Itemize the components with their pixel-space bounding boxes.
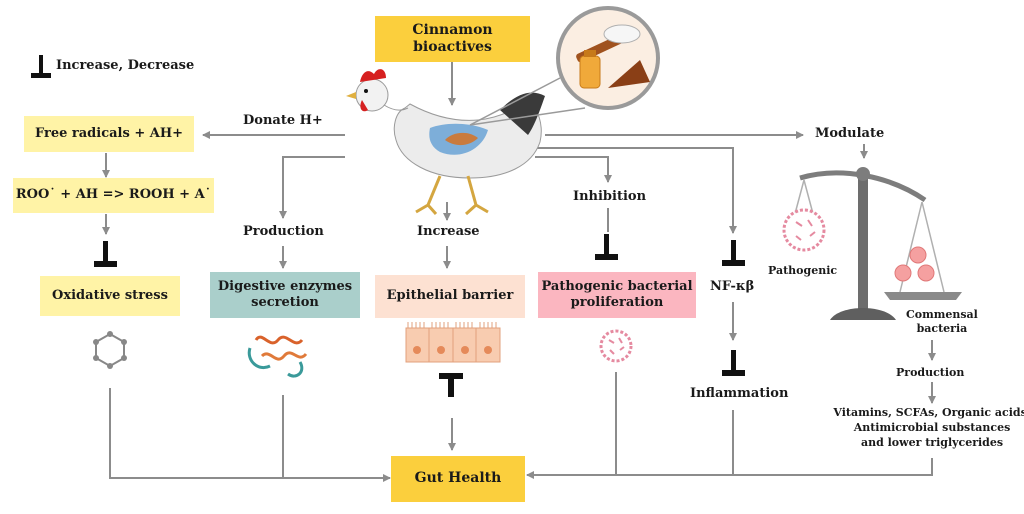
increase-label: Increase xyxy=(417,224,480,239)
inhibition-label: Inhibition xyxy=(573,189,647,204)
barrier-decrease-icon xyxy=(439,373,463,397)
inhibition-symbols xyxy=(31,55,745,397)
donate-h-label: Donate H+ xyxy=(243,113,323,128)
modulate-label: Modulate xyxy=(815,126,885,141)
arrow-inflammation-to-gut xyxy=(527,410,734,476)
protein-structure-icon xyxy=(247,335,308,378)
pathogen-cell-icon xyxy=(599,329,633,363)
production-right-label: Production xyxy=(896,366,965,379)
digestive-enzymes-box: Digestive enzymes secretion xyxy=(210,272,360,318)
production-label: Production xyxy=(243,224,324,239)
roo-reaction-box: ROO˙ + AH => ROOH + A˙ xyxy=(13,178,214,213)
inflammation-inhibit-icon xyxy=(722,350,745,376)
oxidative-inhibit-icon xyxy=(94,241,117,267)
outputs-line-2: Antimicrobial substances xyxy=(853,420,1011,434)
arrow-to-nfkb xyxy=(535,147,737,234)
outputs-label: Vitamins, SCFAs, Organic acids, Antimicr… xyxy=(814,406,1024,451)
arrow-pathogen-to-gut xyxy=(527,372,617,476)
pathogenic-label: Pathogenic xyxy=(768,264,838,277)
digestive-enzymes-line-2: secretion xyxy=(251,295,319,310)
pathogenic-proliferation-line-1: Pathogenic bacterial xyxy=(541,278,693,294)
outputs-line-1: Vitamins, SCFAs, Organic acids, xyxy=(833,406,1024,419)
oxidative-stress-box: Oxidative stress xyxy=(40,276,180,316)
cinnamon-bioactives-box: Cinnamon bioactives xyxy=(375,16,530,62)
nf-kb-label: NF-κβ xyxy=(710,279,755,294)
nfkb-inhibit-icon xyxy=(722,240,745,266)
commensal-line-2: bacteria xyxy=(916,322,968,336)
epithelial-cells-icon xyxy=(405,322,501,363)
chicken-icon xyxy=(346,69,545,216)
connector-arrows xyxy=(102,62,936,482)
legend-inhibit-icon xyxy=(31,55,51,78)
inflammation-label: Inflammation xyxy=(690,386,789,401)
pathogen-inhibit-icon xyxy=(595,234,618,260)
epithelial-barrier-box: Epithelial barrier xyxy=(375,275,525,318)
arrow-to-production xyxy=(279,156,345,219)
commensal-bacteria-label: Commensal bacteria xyxy=(906,308,978,337)
commensal-line-1: Commensal xyxy=(906,308,978,321)
pathogenic-proliferation-box: Pathogenic bacterial proliferation xyxy=(538,272,696,318)
hexagon-molecule-icon xyxy=(93,331,127,369)
arrow-enzymes-to-gut xyxy=(282,395,390,479)
balance-scale-icon xyxy=(782,167,962,320)
free-radicals-box: Free radicals + AH+ xyxy=(24,116,194,152)
cinnamon-magnifier-icon xyxy=(469,6,660,126)
pathogenic-proliferation-line-2: proliferation xyxy=(570,295,664,310)
outputs-line-3: and lower triglycerides xyxy=(860,435,1004,449)
legend-label: Increase, Decrease xyxy=(56,58,195,73)
arrow-to-inhibition xyxy=(535,156,612,183)
arrow-oxidative-to-gut xyxy=(109,388,391,482)
arrow-outputs-to-gut xyxy=(526,458,933,479)
digestive-enzymes-line-1: Digestive enzymes xyxy=(217,278,353,294)
gut-health-box: Gut Health xyxy=(391,456,525,502)
